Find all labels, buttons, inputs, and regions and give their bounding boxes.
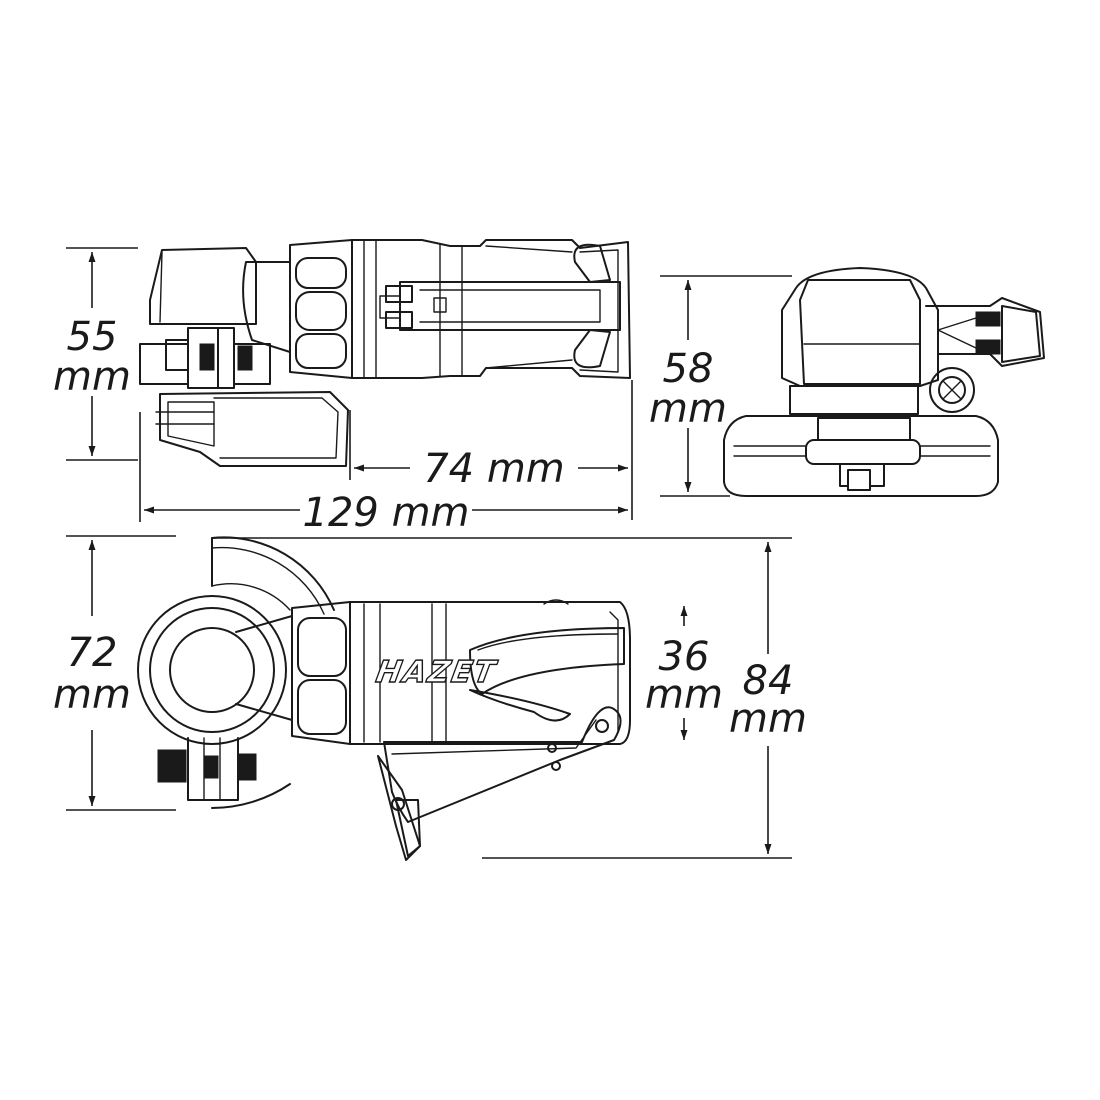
dimension-labels: 55 mm 58 mm 74 mm 129 mm 72 mm 36 mm 84 … [53, 314, 807, 742]
overall-length-label: 129 mm [303, 490, 470, 536]
svg-text:HAZET: HAZET [373, 655, 499, 690]
handle-height-value: 36 [659, 634, 710, 680]
guard-height-unit: mm [53, 672, 131, 718]
body-length-label: 74 mm [423, 446, 565, 492]
top-height-value: 55 [67, 314, 118, 360]
dimension-lines [66, 247, 792, 859]
guard-height-value: 72 [67, 630, 118, 676]
top-height-unit: mm [53, 354, 131, 400]
overall-height-value: 84 [743, 658, 794, 704]
front-height-value: 58 [663, 346, 714, 392]
overall-height-unit: mm [729, 696, 807, 742]
handle-height-unit: mm [645, 672, 723, 718]
front-height-unit: mm [649, 386, 727, 432]
tool-front-view [723, 267, 1045, 497]
tool-top-view [137, 536, 631, 861]
hazet-logo: HAZET [373, 655, 501, 691]
tool-side-view [139, 239, 631, 467]
